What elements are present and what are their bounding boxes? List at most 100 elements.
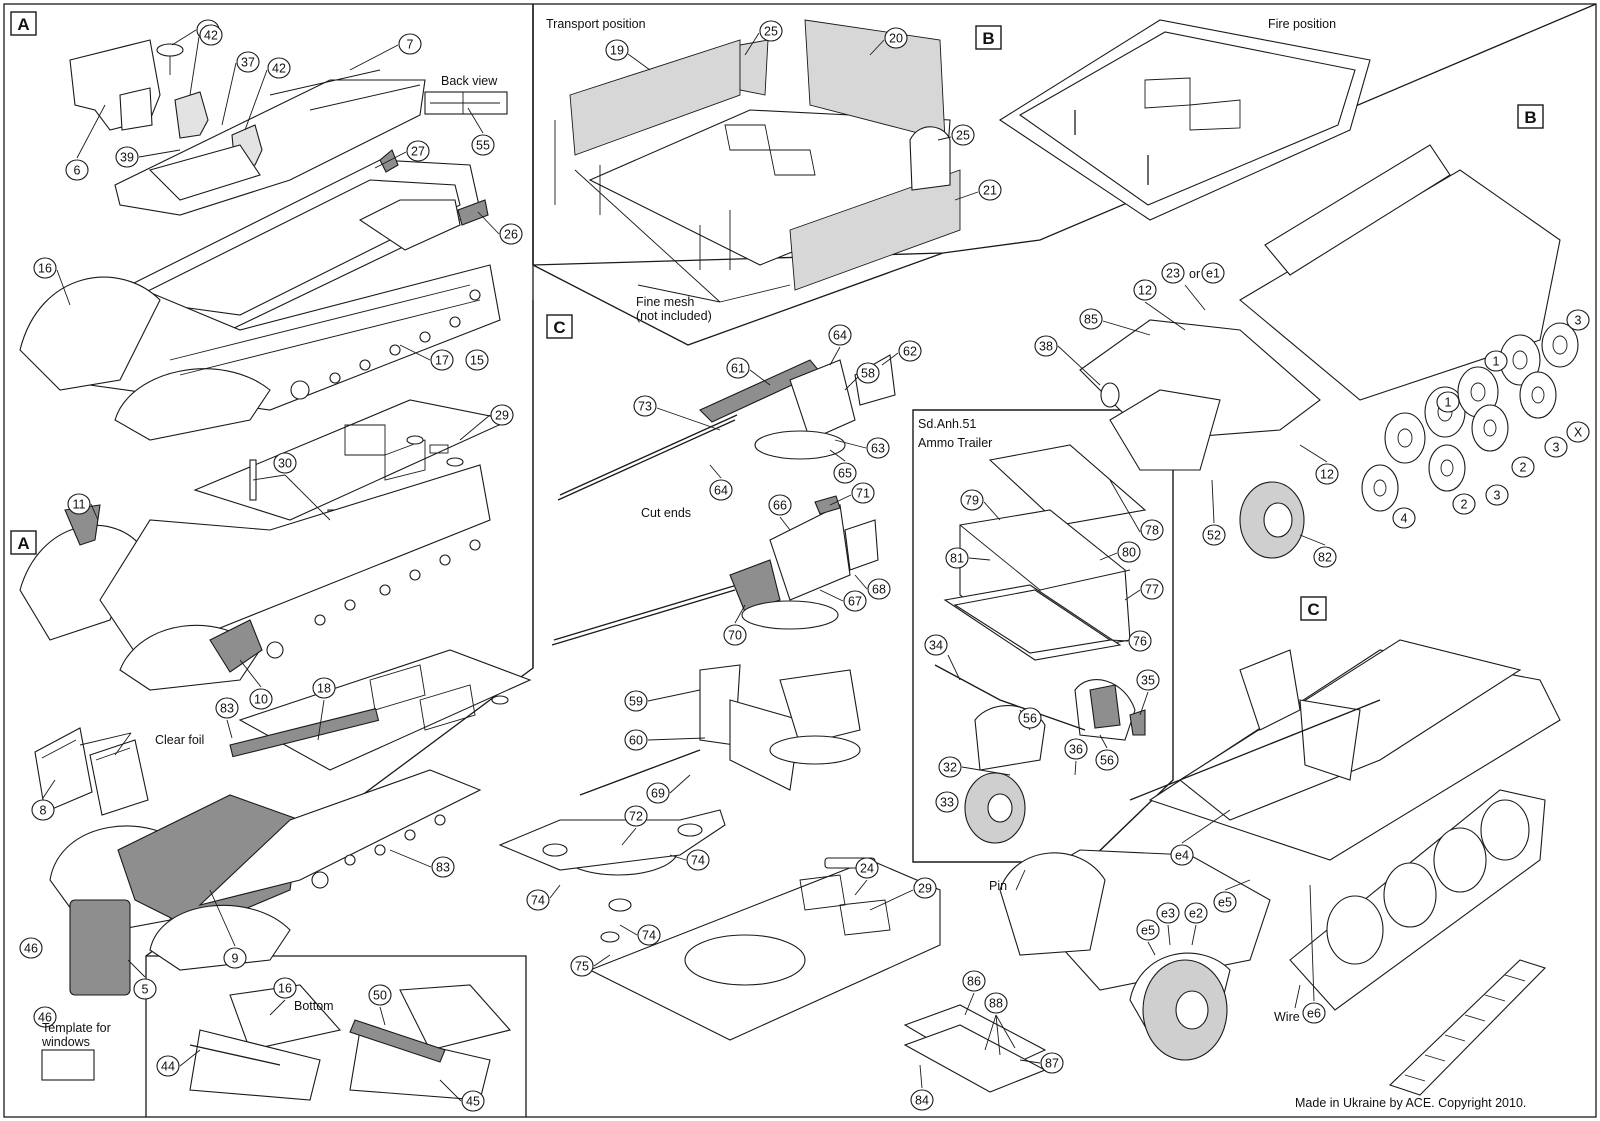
callout-number: 12 (1320, 467, 1334, 481)
callout-88: 88 (984, 992, 1008, 1014)
callout-42: 42 (267, 57, 291, 79)
callout-71: 71 (851, 482, 875, 504)
callout-number: 81 (950, 551, 964, 565)
callout-74: 74 (686, 849, 710, 871)
callout-55: 55 (471, 134, 495, 156)
gun-assembly-middle (551, 495, 879, 646)
callout-74: 74 (637, 924, 661, 946)
callout-number: 27 (411, 144, 425, 158)
callout-number: 10 (254, 692, 268, 706)
callout-number: 8 (40, 803, 47, 817)
callout-number: 56 (1023, 711, 1037, 725)
callout-e3: e3 (1156, 902, 1180, 924)
callout-42: 42 (199, 24, 223, 46)
callout-number: e6 (1307, 1006, 1321, 1020)
callout-number: 68 (872, 582, 886, 596)
callout-e6: e6 (1302, 1002, 1326, 1024)
callout-number: 77 (1145, 582, 1159, 596)
callout-number: 17 (435, 353, 449, 367)
callout-number: 18 (317, 681, 331, 695)
not-included-label: (not included) (636, 309, 712, 323)
callout-36: 36 (1064, 738, 1088, 760)
callout-27: 27 (406, 140, 430, 162)
svg-text:A: A (17, 15, 29, 34)
section-label-b-top: B (975, 25, 1002, 50)
callout-56: 56 (1095, 749, 1119, 771)
window-template (41, 1049, 95, 1081)
callout-number: 82 (1318, 550, 1332, 564)
callout-number: 75 (575, 959, 589, 973)
callout-19: 19 (605, 39, 629, 61)
callout-25: 25 (759, 20, 783, 42)
callout-number: 9 (232, 951, 239, 965)
fire-position-label: Fire position (1268, 17, 1336, 31)
svg-text:B: B (1524, 108, 1536, 127)
callout-24: 24 (855, 857, 879, 879)
callout-64: 64 (828, 324, 852, 346)
callout-number: 56 (1100, 753, 1114, 767)
callout-number: 12 (1138, 283, 1152, 297)
callout-number: 26 (504, 227, 518, 241)
callout-3: 3 (1566, 309, 1590, 331)
callout-number: 44 (161, 1059, 175, 1073)
callout-number: 72 (629, 809, 643, 823)
callout-44: 44 (156, 1055, 180, 1077)
callout-73: 73 (633, 395, 657, 417)
callout-number: 7 (407, 37, 414, 51)
callout-1: 1 (1436, 391, 1460, 413)
callout-number: 1 (1493, 354, 1500, 368)
callout-number: 29 (495, 408, 509, 422)
callout-number: 32 (943, 760, 957, 774)
callout-number: e4 (1175, 848, 1189, 862)
callout-number: 65 (838, 466, 852, 480)
fire-position-body (998, 19, 1371, 221)
callout-2: 2 (1511, 456, 1535, 478)
copyright-text: Made in Ukraine by ACE. Copyright 2010. (1295, 1096, 1526, 1110)
callout-e4: e4 (1170, 844, 1194, 866)
callout-number: 39 (120, 150, 134, 164)
callout-56: 56 (1018, 707, 1042, 729)
callout-e5: e5 (1136, 919, 1160, 941)
callout-number: 16 (278, 981, 292, 995)
callout-16: 16 (33, 257, 57, 279)
callout-number: 25 (956, 128, 970, 142)
callout-number: 46 (24, 941, 38, 955)
callout-58: 58 (856, 362, 880, 384)
callout-number: 42 (204, 28, 218, 42)
callout-15: 15 (465, 349, 489, 371)
transport-position-label: Transport position (546, 17, 646, 31)
callout-46: 46 (33, 1006, 57, 1028)
callout-number: 36 (1069, 742, 1083, 756)
section-label-c-top: C (546, 314, 573, 339)
callout-35: 35 (1136, 669, 1160, 691)
callout-number: 87 (1045, 1056, 1059, 1070)
wire-label: Wire (1274, 1010, 1300, 1024)
callout-number: 21 (983, 183, 997, 197)
callout-number: 33 (940, 795, 954, 809)
section-label-b-right: B (1517, 104, 1544, 129)
callout-6: 6 (65, 159, 89, 181)
callout-17: 17 (430, 349, 454, 371)
back-view-label: Back view (441, 74, 498, 88)
section-label-a-top: A (10, 11, 37, 36)
callout-3: 3 (1544, 436, 1568, 458)
callout-number: 34 (929, 638, 943, 652)
callout-number: 4 (1401, 511, 1408, 525)
callout-number: 2 (1520, 460, 1527, 474)
callout-33: 33 (935, 791, 959, 813)
trailer-title-line1: Sd.Anh.51 (918, 417, 976, 431)
callout-number: 52 (1207, 528, 1221, 542)
callout-number: 29 (918, 881, 932, 895)
callout-number: 50 (373, 988, 387, 1002)
callout-34: 34 (924, 634, 948, 656)
vehicle-b-right (1079, 144, 1561, 559)
transport-position-body (554, 19, 961, 291)
template-label-line1: Template for (42, 1021, 111, 1035)
callout-number: 71 (856, 486, 870, 500)
callout-62: 62 (898, 340, 922, 362)
callout-number: 64 (714, 483, 728, 497)
callout-number: 83 (220, 701, 234, 715)
callout-number: 74 (642, 928, 656, 942)
callout-number: 45 (466, 1094, 480, 1108)
callout-number: e5 (1141, 923, 1155, 937)
